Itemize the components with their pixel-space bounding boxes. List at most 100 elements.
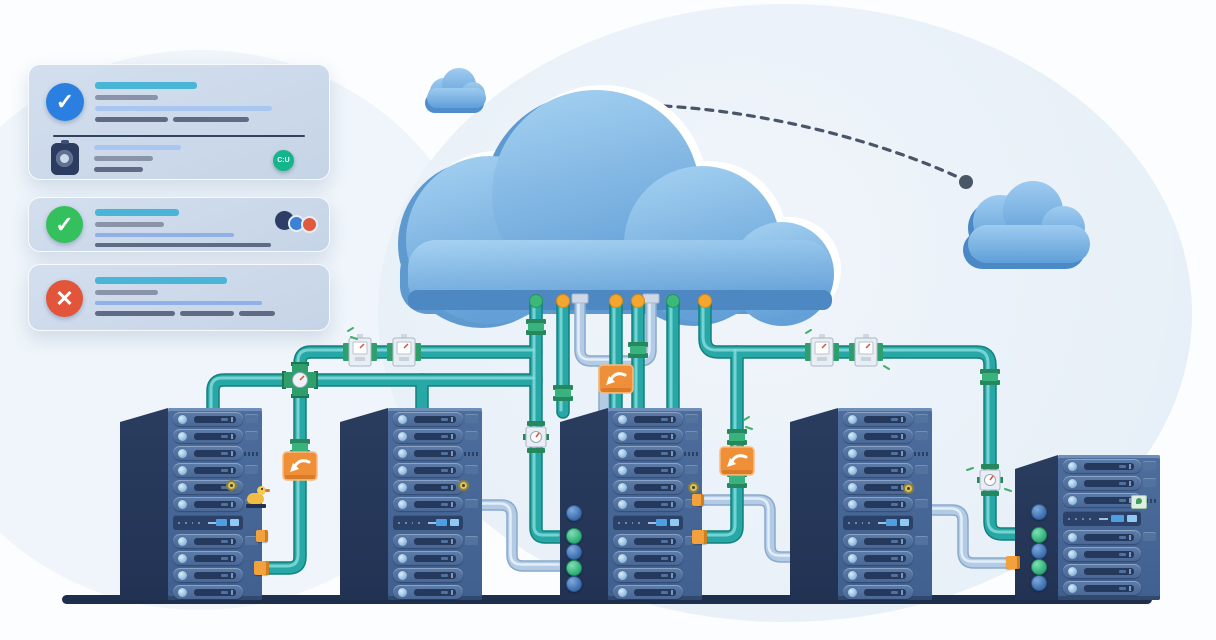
pipe-connector-nub	[256, 530, 268, 542]
rack-front-panel	[1058, 455, 1160, 600]
power-led-icon	[177, 447, 188, 459]
drive-bay	[1084, 550, 1134, 558]
server-unit	[173, 463, 243, 477]
drive-bay	[194, 466, 236, 474]
drive-bay	[634, 466, 676, 474]
bay-marks	[451, 450, 453, 456]
bay-marks	[451, 484, 453, 490]
power-led-icon	[847, 447, 858, 459]
bay-marks	[891, 573, 898, 577]
dashed-arc	[662, 104, 962, 180]
port-badge-blue	[1031, 504, 1047, 520]
blue-pipes	[476, 293, 1015, 566]
drive-bay	[194, 537, 236, 545]
small-cloud-right	[963, 181, 1090, 269]
drive-bay	[414, 415, 456, 423]
server-unit	[1063, 530, 1141, 544]
arc-endpoint-dot	[959, 175, 973, 189]
drive-bay	[634, 571, 676, 579]
port-dot	[411, 521, 414, 524]
bay-marks	[451, 416, 453, 422]
drive-bay	[414, 588, 456, 596]
drive-bay	[414, 554, 456, 562]
server-unit	[843, 412, 913, 426]
side-vent-tab	[245, 414, 258, 423]
drive-bay	[1084, 584, 1134, 592]
server-unit	[393, 568, 463, 582]
port-dot	[398, 521, 400, 524]
rack-front-panel	[388, 408, 482, 600]
power-led-icon	[397, 430, 408, 442]
side-vent-tab	[465, 414, 478, 423]
placeholder-text-bar	[239, 311, 275, 316]
vent-slits	[914, 452, 928, 456]
status-lamp	[900, 519, 909, 526]
power-led-icon	[397, 413, 408, 425]
side-vent-tab	[915, 499, 928, 508]
server-unit	[613, 480, 683, 494]
side-vent-tab	[465, 536, 478, 545]
placeholder-text-bar	[95, 301, 262, 305]
drive-bay	[1084, 533, 1134, 541]
side-vent-tab	[1143, 461, 1156, 470]
drive-bay	[194, 415, 236, 423]
bay-marks	[901, 538, 903, 544]
power-led-icon	[847, 569, 858, 581]
bay-marks	[901, 555, 903, 561]
placeholder-text-row	[95, 301, 315, 311]
power-led-icon	[617, 535, 628, 547]
vent-slits	[244, 452, 258, 456]
drive-bay	[634, 500, 676, 508]
placeholder-text-row	[95, 209, 315, 222]
power-led-icon	[847, 430, 858, 442]
placeholder-text-bar	[94, 156, 153, 161]
placeholder-text-bar	[95, 209, 179, 216]
server-unit	[393, 446, 463, 460]
drive-bay	[1084, 496, 1134, 504]
bay-marks	[1119, 535, 1126, 539]
server-unit	[843, 497, 913, 511]
placeholder-text-row	[95, 117, 315, 128]
drive-bay	[864, 483, 906, 491]
bay-marks	[891, 434, 898, 438]
bay-marks	[441, 573, 448, 577]
port-dot	[1082, 517, 1084, 520]
status-card-success: ✓	[28, 197, 330, 252]
placeholder-text-row	[95, 277, 315, 290]
server-unit	[393, 480, 463, 494]
bay-marks	[441, 539, 448, 543]
drive-bay	[414, 500, 456, 508]
bay-marks	[671, 572, 673, 578]
power-led-icon	[617, 447, 628, 459]
bay-marks	[671, 467, 673, 473]
drive-bay	[194, 500, 236, 508]
power-led-icon	[177, 464, 188, 476]
server-unit	[393, 429, 463, 443]
power-led-icon	[617, 569, 628, 581]
power-led-icon	[397, 464, 408, 476]
port-dot	[854, 521, 857, 524]
power-led-icon	[1067, 582, 1078, 594]
bay-marks	[451, 467, 453, 473]
status-lamp	[1111, 515, 1124, 522]
drive-bay	[634, 588, 676, 596]
vent-slits	[464, 452, 478, 456]
bay-marks	[231, 572, 233, 578]
power-led-icon	[1067, 477, 1078, 489]
bay-marks	[451, 501, 453, 507]
server-unit	[613, 463, 683, 477]
placeholder-text-bar	[94, 167, 143, 172]
bay-marks	[671, 501, 673, 507]
port-dot	[184, 521, 187, 524]
bay-marks	[671, 589, 673, 595]
port-dash	[208, 521, 216, 524]
server-unit	[843, 446, 913, 460]
placeholder-text-bar	[95, 222, 164, 227]
logo-cluster-icon	[275, 210, 318, 233]
bay-marks	[441, 590, 448, 594]
placeholder-text-bar	[94, 145, 181, 150]
placeholder-text-row	[95, 243, 315, 253]
bay-marks	[221, 573, 228, 577]
port-dot	[861, 521, 864, 524]
